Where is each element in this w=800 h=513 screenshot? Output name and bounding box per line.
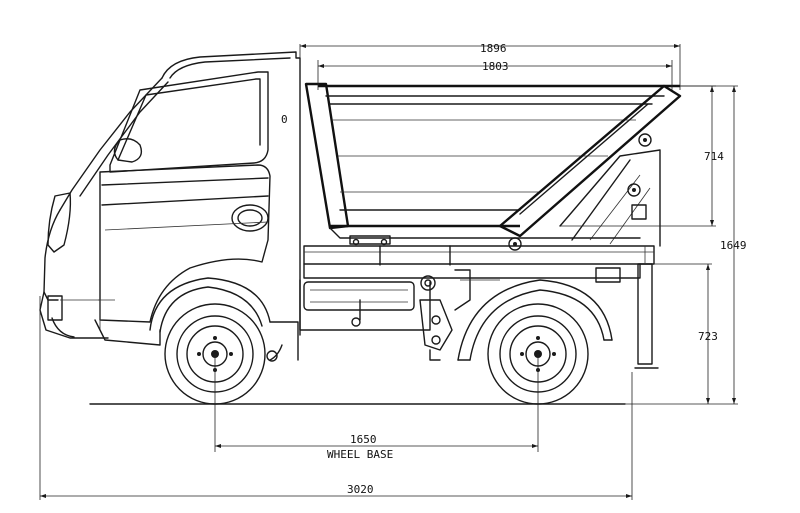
dim-box-outer-width: 1896 [480, 42, 507, 55]
stabiliser-leg [634, 246, 659, 369]
cab [39, 51, 301, 362]
tipper-body [304, 82, 682, 251]
cab-marker: 0 [281, 113, 288, 126]
chassis-frame [299, 245, 655, 361]
dim-overall-length: 3020 [347, 483, 374, 496]
dim-wheel-base-value: 1650 [350, 433, 377, 446]
dimension-lines [39, 44, 738, 500]
rear-mudguard [457, 267, 621, 361]
dim-side-height: 714 [704, 150, 724, 163]
dim-box-inner-width: 1803 [482, 60, 509, 73]
dim-wheel-base-label: WHEEL BASE [327, 448, 393, 461]
dim-overall-height: 1649 [720, 239, 747, 252]
dim-floor-height: 723 [698, 330, 718, 343]
